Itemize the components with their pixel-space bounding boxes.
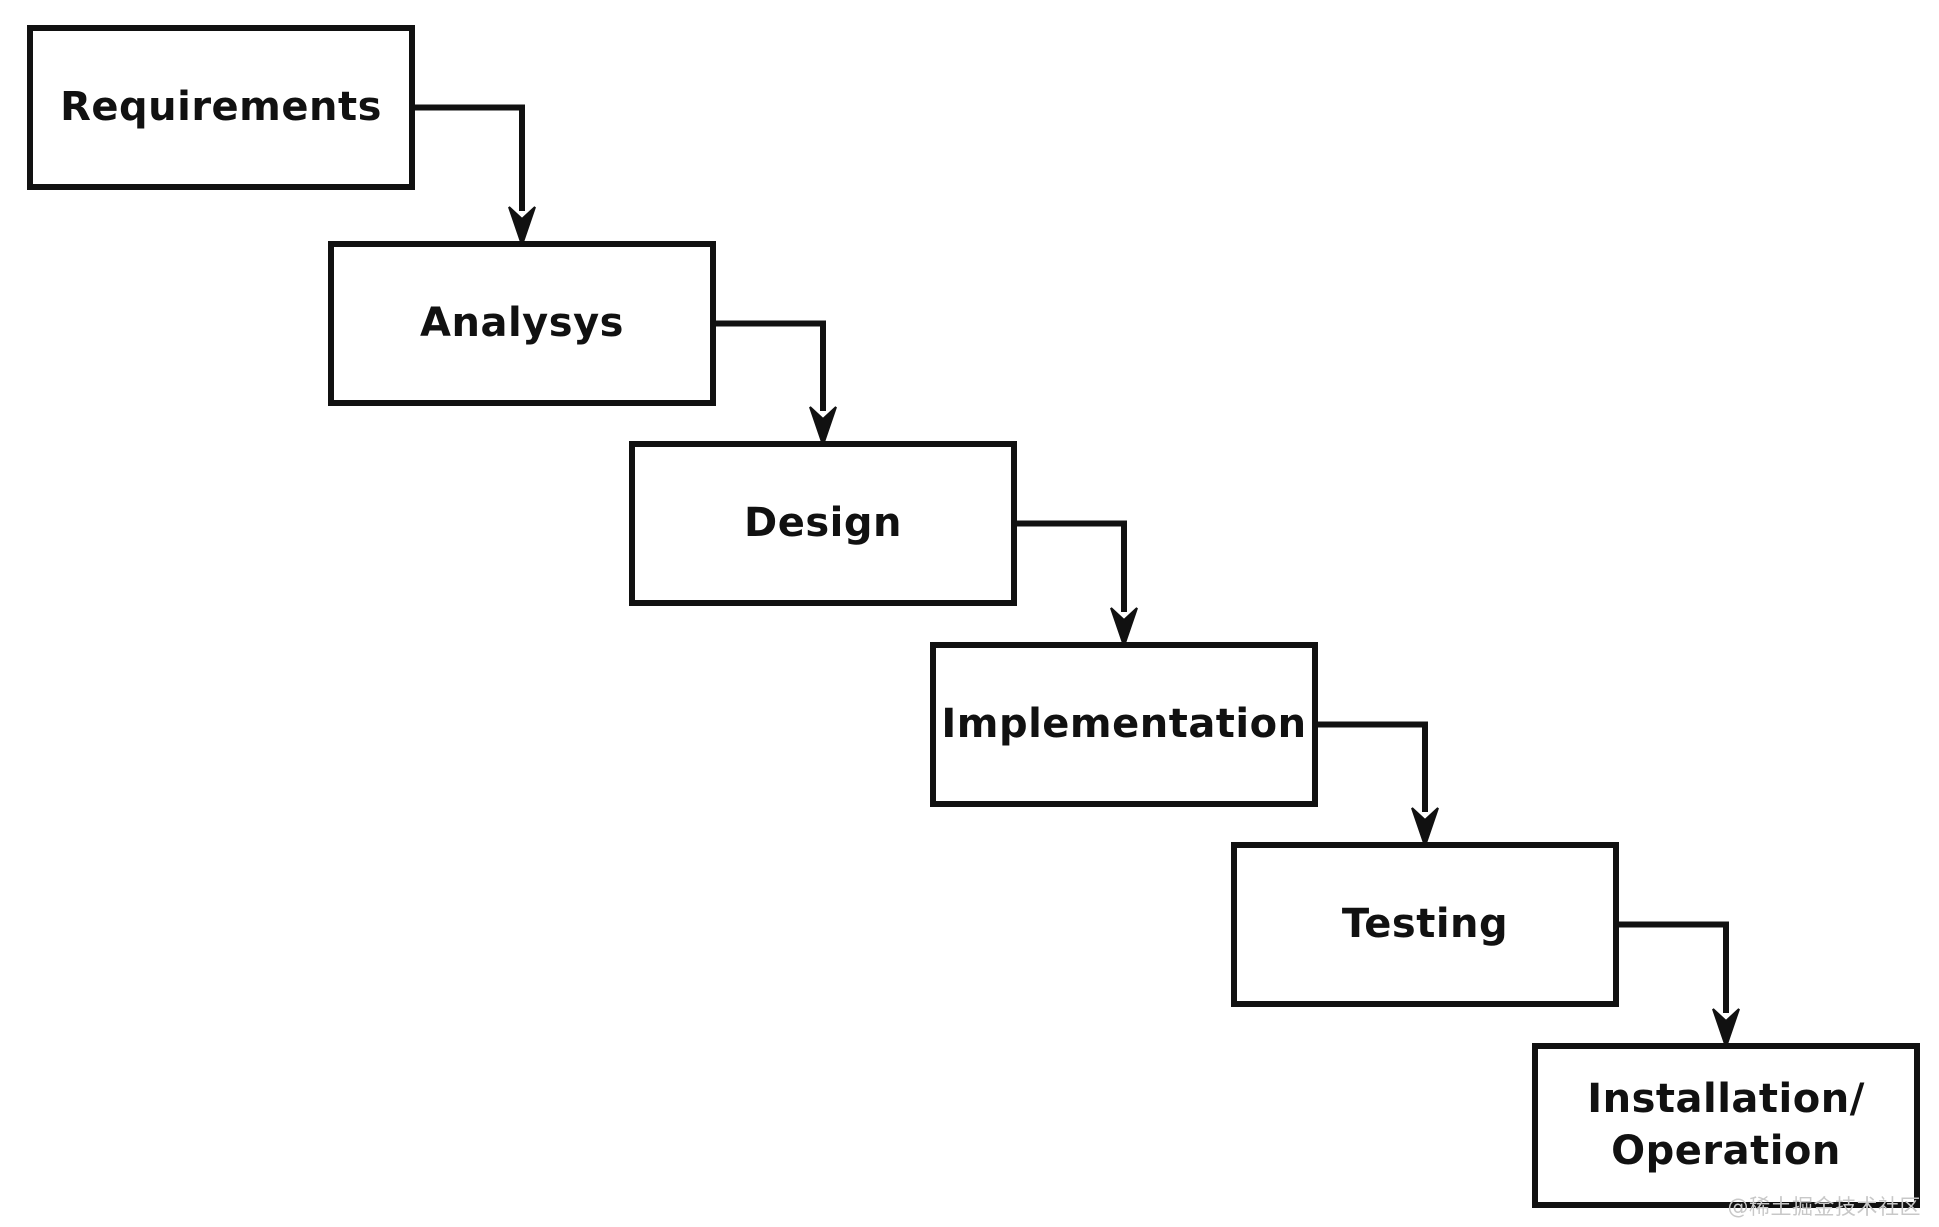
stage-implementation: Implementation <box>930 642 1318 807</box>
arrowhead-icon-1 <box>508 206 536 249</box>
connector-line-3 <box>1017 520 1127 612</box>
stage-design: Design <box>629 441 1017 606</box>
stage-testing: Testing <box>1231 842 1619 1007</box>
arrowhead-icon-2 <box>809 406 837 449</box>
stage-requirements: Requirements <box>27 25 415 190</box>
arrowhead-icon-4 <box>1411 807 1439 850</box>
stage-installation-operation: Installation/ Operation <box>1532 1043 1920 1208</box>
arrowhead-icon-5 <box>1712 1008 1740 1051</box>
connector-line-1 <box>415 104 525 211</box>
connector-line-4 <box>1318 721 1428 812</box>
arrowhead-icon-3 <box>1110 607 1138 650</box>
connector-line-2 <box>716 320 826 411</box>
stage-analysis: Analysys <box>328 241 716 406</box>
watermark-text: @稀土掘金技术社区 <box>1727 1195 1921 1219</box>
connector-line-5 <box>1619 921 1729 1013</box>
